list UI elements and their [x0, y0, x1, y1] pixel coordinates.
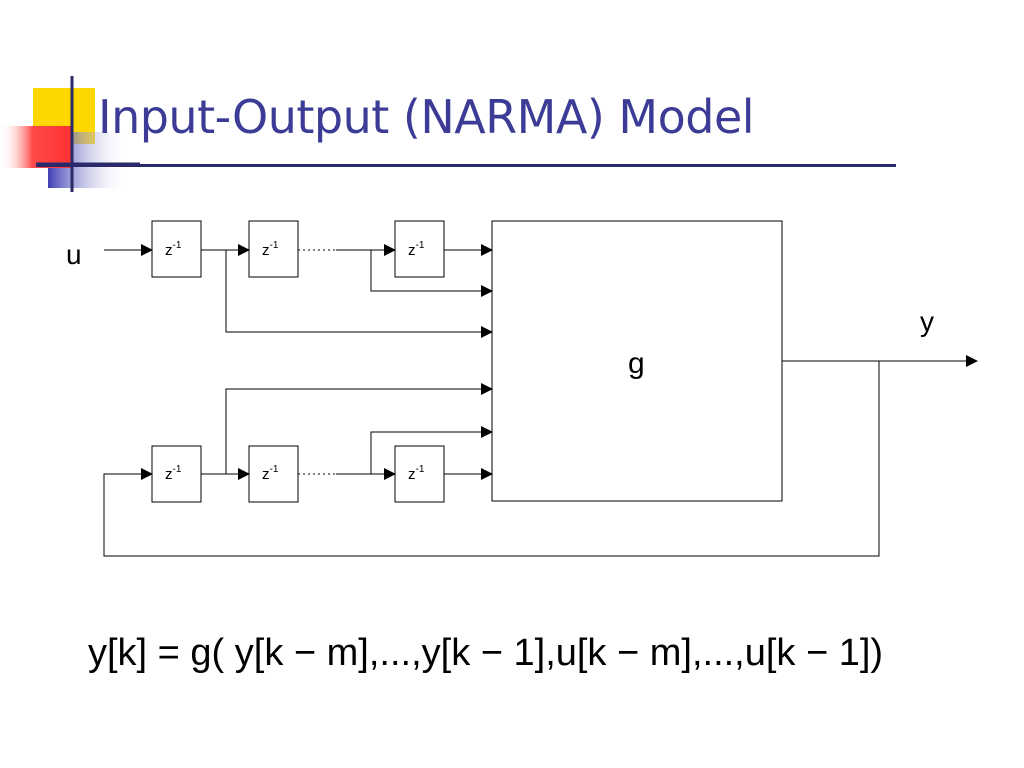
delay-label-u-3: z-1	[408, 240, 425, 259]
page-title: Input-Output (NARMA) Model	[98, 90, 755, 144]
delay-label-y-3: z-1	[408, 464, 425, 483]
narma-equation: y[k] = g( y[k − m],...,y[k − 1],u[k − m]…	[88, 632, 884, 674]
title-underline	[36, 164, 896, 167]
input-label: u	[66, 239, 82, 270]
delay-label-y-1: z-1	[165, 464, 182, 483]
output-label: y	[920, 306, 934, 337]
delay-label-y-2: z-1	[262, 464, 279, 483]
function-label: g	[628, 347, 645, 380]
feedback-path	[103, 361, 880, 557]
delay-label-u-2: z-1	[262, 240, 279, 259]
delay-block-y-2	[248, 445, 299, 503]
delay-block-y-3	[394, 445, 445, 503]
function-block	[491, 220, 783, 502]
delay-label-u-1: z-1	[165, 240, 182, 259]
